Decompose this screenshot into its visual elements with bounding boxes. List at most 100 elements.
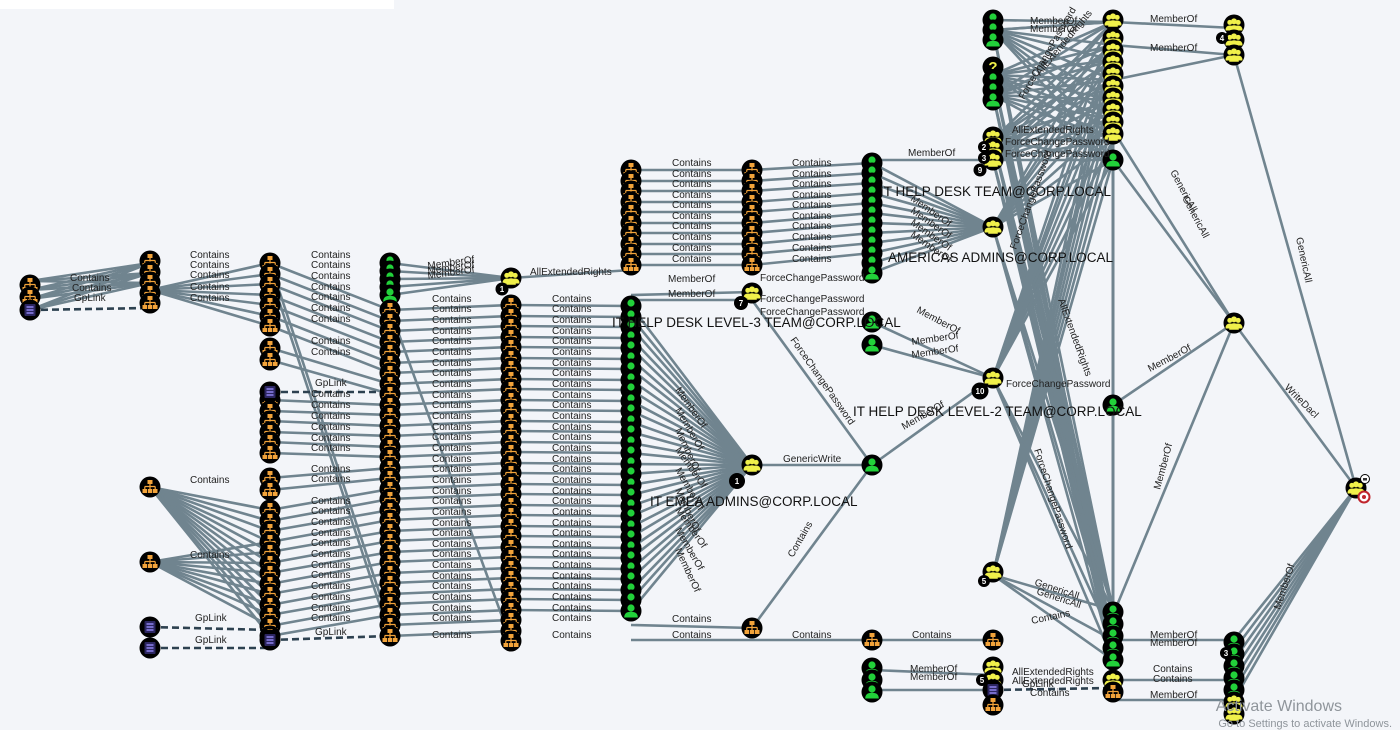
edge (149, 272, 271, 292)
user-node[interactable] (982, 29, 1004, 51)
edge (510, 450, 632, 455)
user-node[interactable] (861, 454, 883, 476)
edge-label-memberof-b: MemberOf (668, 289, 715, 300)
edge (389, 303, 512, 312)
edge (751, 171, 873, 183)
edge-label: Contains (552, 560, 591, 571)
group-node[interactable] (1102, 9, 1124, 31)
edge (510, 324, 632, 329)
edge-label: Contains (432, 464, 471, 475)
edge (269, 346, 391, 386)
edge-label: Contains (672, 169, 711, 180)
user-node[interactable] (861, 681, 883, 703)
edge-label: Contains (432, 304, 471, 315)
ou-icon (860, 628, 884, 652)
group-icon (1223, 312, 1245, 334)
edge-label: Contains (432, 571, 471, 582)
user-node[interactable] (1102, 649, 1124, 671)
ou-node[interactable] (981, 693, 1005, 717)
edge-label-forcechangepassword-g: ForceChangePassword (788, 335, 857, 427)
edge (389, 513, 512, 522)
edge (751, 161, 873, 172)
edge (389, 587, 512, 596)
edge (630, 420, 753, 467)
edge-label-memberof-q: MemberOf (1146, 343, 1193, 375)
edge (871, 225, 994, 255)
ou-node[interactable] (258, 478, 282, 502)
user-node[interactable] (620, 600, 642, 622)
edge (149, 282, 271, 292)
ou-node[interactable] (258, 348, 282, 372)
ou-node[interactable] (740, 616, 764, 640)
ou-node[interactable] (619, 253, 643, 277)
edge (510, 335, 632, 340)
group-node[interactable] (1223, 312, 1245, 334)
ou-node[interactable] (138, 475, 162, 499)
edge-label: Contains (190, 270, 229, 281)
edge (630, 367, 753, 467)
edge-label: Contains (552, 496, 591, 507)
user-node[interactable] (861, 334, 883, 356)
group-icon (982, 216, 1004, 238)
count-badge: 3 (978, 152, 990, 164)
edge (630, 378, 753, 467)
edge (992, 158, 1114, 229)
ou-node[interactable] (138, 550, 162, 574)
badges-layer: 1 1 7 10 2 3 9 5 4 3 5 (495, 32, 1232, 686)
edge-label: Contains (432, 528, 471, 539)
ou-node[interactable] (378, 624, 402, 648)
domain-admins-target-node[interactable] (1345, 474, 1371, 504)
edge-label: Contains (672, 630, 711, 641)
edge (149, 540, 271, 564)
edge (29, 261, 151, 283)
edge-label: Contains (432, 539, 471, 550)
edge (991, 377, 1115, 611)
ou-node[interactable] (258, 314, 282, 338)
edge-label: Contains (311, 613, 350, 624)
gpo-node[interactable] (258, 380, 282, 404)
edge (510, 503, 632, 508)
edge (510, 524, 632, 529)
edge-label: Contains (792, 211, 831, 222)
ou-node[interactable] (499, 629, 523, 653)
edge (630, 463, 753, 497)
ou-node[interactable] (138, 291, 162, 315)
ou-node[interactable] (981, 628, 1005, 652)
edge (630, 430, 753, 467)
group-node[interactable] (1223, 44, 1245, 66)
edge (389, 450, 512, 459)
edge (630, 623, 753, 630)
edge (149, 560, 271, 565)
gplink-edges-layer (29, 306, 1114, 692)
edge-label: Contains (672, 232, 711, 243)
edge (389, 419, 512, 428)
group-node[interactable] (982, 216, 1004, 238)
group-node[interactable] (741, 454, 763, 476)
gpo-node[interactable] (18, 298, 42, 322)
user-node[interactable] (982, 89, 1004, 111)
edge-label: Contains (432, 379, 471, 390)
user-icon (861, 262, 883, 284)
edge-label-allextendedrights-1: AllExtendedRights (530, 267, 612, 278)
ou-node[interactable] (258, 441, 282, 465)
edge-label: Contains (311, 474, 350, 485)
edge (991, 226, 1115, 611)
edge-label: Contains (311, 260, 350, 271)
gpo-node[interactable] (138, 615, 162, 639)
user-node[interactable] (861, 262, 883, 284)
edge (991, 377, 1115, 661)
ou-node[interactable] (1101, 680, 1125, 704)
edge (149, 560, 271, 596)
edge (149, 560, 271, 575)
edge (871, 225, 994, 265)
edge-label: Contains (672, 158, 711, 169)
edge-label: GpLink (74, 293, 107, 304)
edge-label-forcechangepassword-b: ForceChangePassword (760, 294, 865, 305)
edge-label-genericwrite: GenericWrite (783, 454, 842, 465)
edge-label: Contains (190, 250, 229, 261)
gpo-node[interactable] (138, 636, 162, 660)
ou-node[interactable] (860, 628, 884, 652)
edge (269, 282, 391, 333)
gpo-node[interactable] (258, 628, 282, 652)
